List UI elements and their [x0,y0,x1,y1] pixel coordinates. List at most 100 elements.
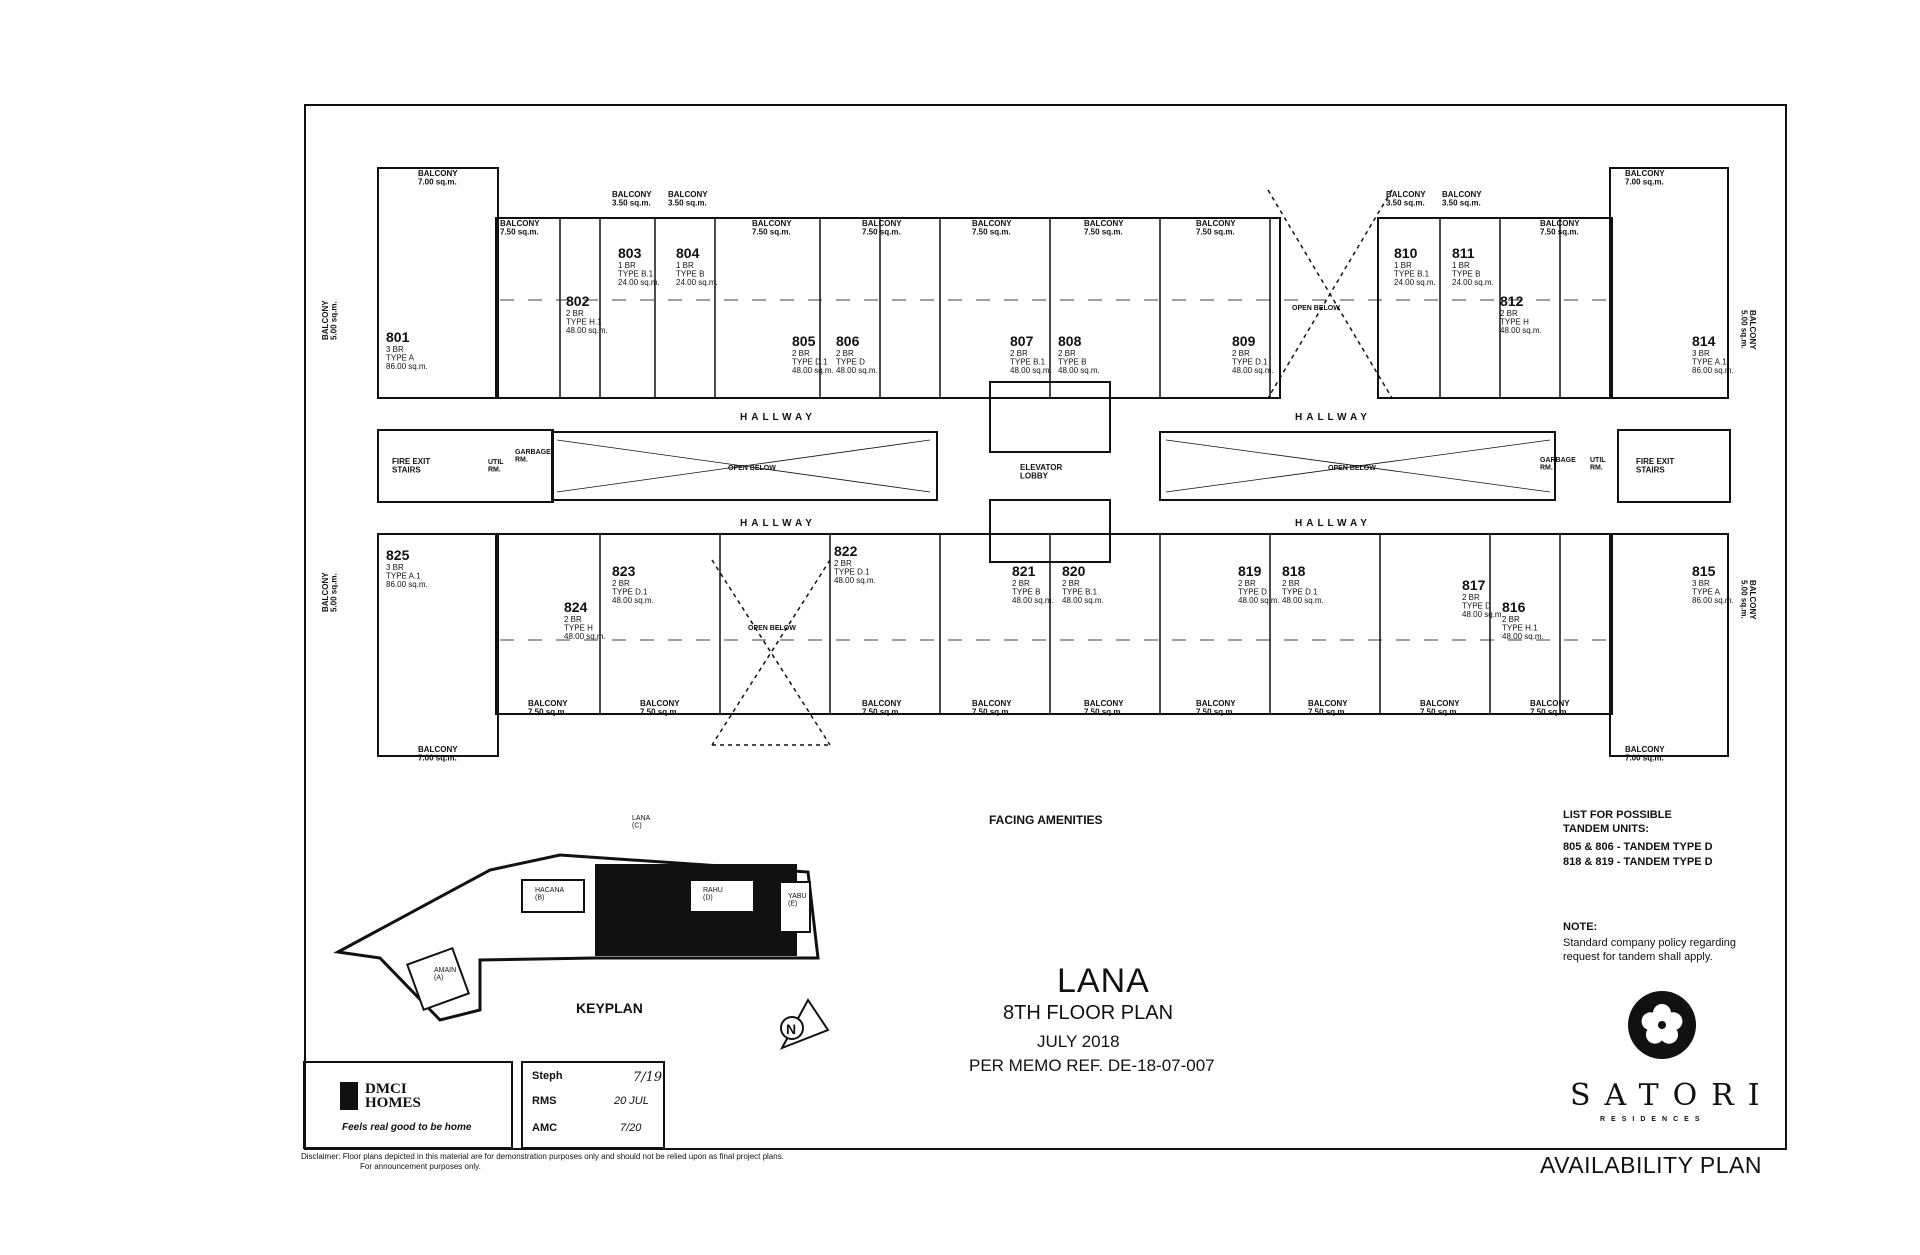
developer-tagline: Feels real good to be home [342,1122,472,1133]
void-diagonal [556,439,931,493]
unit-number: 812 [1500,293,1524,309]
balcony-label: BALCONY5.00 sq.m. [1740,580,1757,620]
unit-number: 803 [618,245,642,261]
signoff-role: AMC [532,1122,558,1134]
disclaimer-note: For announcement purposes only. [360,1162,481,1171]
hallway-label: HALLWAY [1295,518,1371,529]
void-diagonal [1165,439,1551,493]
satori-petal [1660,1025,1679,1044]
hallway-label: HALLWAY [740,518,816,529]
unit-number: 814 [1692,333,1716,349]
signoff-box [521,1061,665,1149]
signoff-date: 20 JUL [614,1095,649,1107]
north-label: N [786,1021,796,1037]
open-below-label: OPEN BELOW [728,465,776,472]
atrium-line [1267,189,1393,399]
sheet-label: AVAILABILITY PLAN [1540,1152,1762,1178]
balcony-label: BALCONY5.00 sq.m. [321,300,338,340]
wing-west-south [377,533,499,757]
north-block-west [495,217,1281,399]
disclaimer: Disclaimer: Floor plans depicted in this… [301,1152,784,1161]
unit-number: 806 [836,333,860,349]
signoff-role: Steph [532,1070,563,1082]
unit-number: 805 [792,333,816,349]
unit-number: 825 [386,547,410,563]
unit-number: 802 [566,293,590,309]
note-text: Standard company policy regarding reques… [1563,937,1737,963]
unit-number: 808 [1058,333,1082,349]
plan-date: JULY 2018 [1037,1032,1120,1051]
north-arrow-icon [780,1016,804,1040]
unit-number: 816 [1502,599,1526,615]
project-name: LANA [1057,962,1150,1000]
note-heading: NOTE: [1563,921,1598,933]
south-block [495,533,1613,715]
unit-number: 824 [564,599,588,615]
drawing-sheet [304,104,1787,1150]
keyplan-label: YABU(E) [788,893,807,907]
unit-number: 810 [1394,245,1418,261]
unit-number: 818 [1282,563,1306,579]
keyplan-building [405,946,471,1012]
plan-title: 8TH FLOOR PLAN [1003,1002,1174,1024]
developer-logo: DMCI HOMES [365,1081,421,1111]
unit-number: 811 [1452,245,1475,261]
wing-east-south [1609,533,1729,757]
wing-west-north [377,167,499,399]
hallway-label: HALLWAY [1295,412,1371,423]
signoff-date: 7/20 [620,1122,642,1134]
unit-number: 807 [1010,333,1034,349]
hallway-label: HALLWAY [740,412,816,423]
tandem-item: 818 & 819 - TANDEM TYPE D [1563,856,1713,868]
unit-number: 822 [834,543,858,559]
keyplan-building [779,881,811,933]
open-below-void-east [1159,431,1556,501]
tandem-item: 805 & 806 - TANDEM TYPE D [1563,841,1713,853]
unit-number: 821 [1012,563,1036,579]
keyplan-label: AMAIN(A) [434,967,456,981]
unit-number: 801 [386,329,410,345]
signoff-date: 7/19 [633,1070,663,1085]
unit-number: 820 [1062,563,1086,579]
keyplan-label: RAHU(D) [703,887,723,901]
keyplan-building [689,879,755,913]
unit-number: 815 [1692,563,1716,579]
keyplan-label: HACANA(B) [535,887,565,901]
